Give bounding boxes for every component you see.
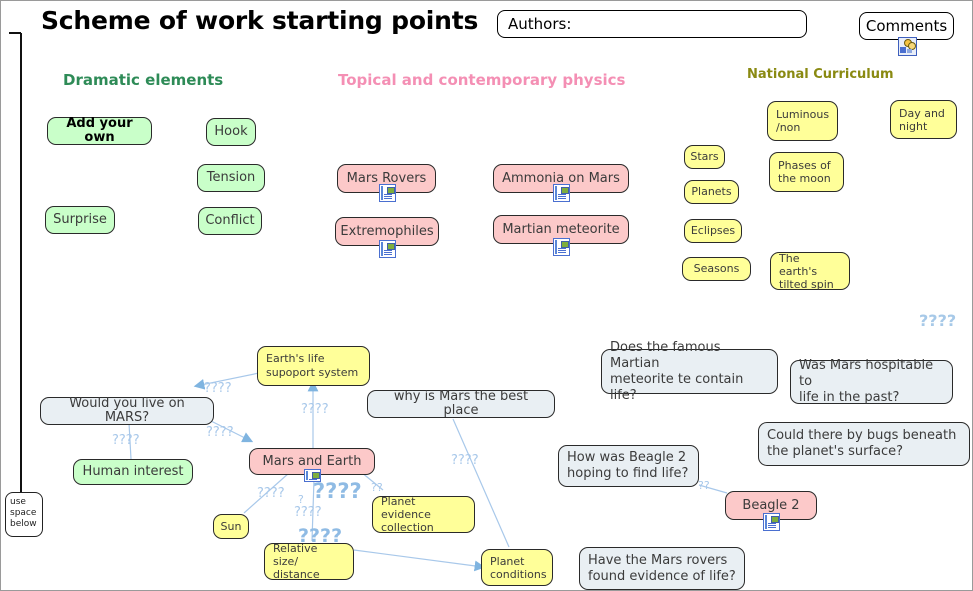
edge-label: ???? [204, 381, 232, 396]
edge-label: ???? [301, 402, 329, 417]
node-conflict[interactable]: Conflict [198, 207, 262, 235]
document-icon[interactable] [553, 184, 570, 202]
node-how-was-beagle-2[interactable]: How was Beagle 2 hoping to find life? [558, 445, 699, 487]
use-space-below-note: use space below [5, 492, 43, 537]
document-icon[interactable] [553, 238, 570, 256]
edge-label: ???? [294, 505, 322, 520]
node-eclipses[interactable]: Eclipses [684, 219, 742, 243]
node-phases-of-the-moon[interactable]: Phases of the moon [769, 152, 844, 192]
node-have-the-mars-rovers[interactable]: Have the Mars rovers found evidence of l… [579, 547, 745, 590]
node-sun[interactable]: Sun [213, 514, 249, 539]
node-hook[interactable]: Hook [206, 118, 256, 146]
edge-label: ???? [313, 479, 362, 503]
comments-button-label: Comments [865, 17, 948, 35]
edge-label-corner: ???? [919, 311, 957, 330]
node-planets[interactable]: Planets [684, 180, 739, 204]
node-does-the-famous-martian-meteorite[interactable]: Does the famous Martian meteorite te con… [601, 340, 778, 403]
node-day-and-night[interactable]: Day and night [890, 100, 957, 139]
people-comment-icon[interactable] [898, 37, 917, 56]
spine-tick [9, 32, 21, 34]
edge-label: ???? [451, 453, 479, 468]
edge-label: ?? [698, 479, 710, 492]
authors-label: Authors: [508, 15, 572, 33]
authors-field[interactable]: Authors: [497, 10, 807, 38]
edge-label: ???? [112, 433, 140, 448]
edge-label: ???? [298, 525, 343, 547]
node-earths-tilted-spin[interactable]: The earth's tilted spin [770, 252, 850, 291]
document-icon[interactable] [379, 184, 396, 202]
left-spine [20, 33, 22, 493]
node-seasons[interactable]: Seasons [682, 257, 751, 281]
node-human-interest[interactable]: Human interest [73, 459, 193, 485]
document-icon[interactable] [763, 513, 780, 531]
node-surprise[interactable]: Surprise [45, 206, 115, 234]
node-stars[interactable]: Stars [684, 145, 725, 169]
node-tension[interactable]: Tension [197, 164, 265, 192]
document-icon[interactable] [379, 240, 396, 258]
node-planet-evidence-collection[interactable]: Planet evidence collection [372, 495, 475, 534]
node-why-is-mars-the-best-place[interactable]: why is Mars the best place [367, 390, 555, 418]
edge-label: ?? [371, 481, 383, 494]
edge-label: ? [298, 493, 304, 506]
node-would-you-live-on-mars[interactable]: Would you live on MARS? [40, 397, 214, 425]
comments-button[interactable]: Comments [859, 12, 954, 40]
node-relative-size-distance[interactable]: Relative size/ distance [264, 542, 354, 581]
node-planet-conditions[interactable]: Planet conditions [481, 549, 553, 586]
edge-label: ???? [206, 425, 234, 440]
node-martian-meteorite[interactable]: Martian meteorite [493, 215, 629, 244]
node-earths-life-support-system[interactable]: Earth's life supoport system [257, 346, 370, 386]
document-icon[interactable] [304, 469, 321, 482]
node-mars-and-earth[interactable]: Mars and Earth [249, 448, 375, 475]
node-add-your-own[interactable]: Add your own [47, 117, 152, 145]
heading-topical-physics: Topical and contemporary physics [338, 71, 626, 89]
heading-dramatic-elements: Dramatic elements [63, 71, 224, 89]
node-was-mars-hospitable[interactable]: Was Mars hospitable to life in the past? [790, 358, 953, 405]
page-title: Scheme of work starting points [41, 6, 479, 35]
heading-national-curriculum: National Curriculum [747, 67, 894, 82]
node-luminous-non[interactable]: Luminous /non [767, 101, 838, 141]
node-could-there-by-bugs[interactable]: Could there by bugs beneath the planet's… [758, 422, 970, 466]
edge-label: ???? [257, 486, 285, 501]
